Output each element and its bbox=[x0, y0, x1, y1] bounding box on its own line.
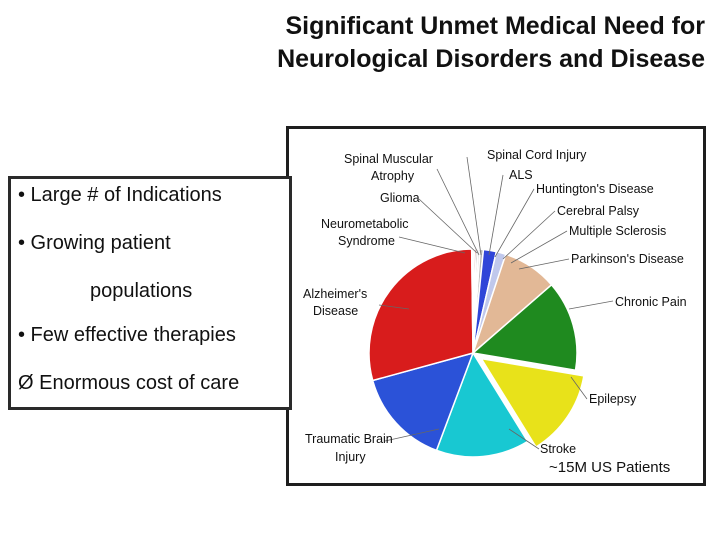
label-neurometabolic-2: Syndrome bbox=[338, 234, 395, 248]
label-tbi-2: Injury bbox=[335, 450, 366, 464]
leader-line-2 bbox=[488, 174, 504, 256]
pie-slice-traumatic-brain-injury bbox=[435, 351, 529, 458]
chart-note: ~15M US Patients bbox=[549, 459, 671, 476]
bullet-box: • Large # of Indications • Growing patie… bbox=[8, 176, 292, 410]
label-spinal-muscular-2: Atrophy bbox=[371, 169, 415, 183]
leader-line-10 bbox=[378, 304, 410, 310]
label-als: ALS bbox=[509, 168, 533, 182]
label-chronic-pain: Chronic Pain bbox=[615, 295, 687, 309]
bullet-3: • Few effective therapies bbox=[18, 324, 236, 346]
pie-slice-alzheimer-s-disease bbox=[371, 351, 475, 452]
label-spinal-cord-injury: Spinal Cord Injury bbox=[487, 148, 587, 162]
pie-chart-frame: Spinal Muscular Atrophy Spinal Cord Inju… bbox=[286, 126, 706, 486]
label-tbi-1: Traumatic Brain bbox=[305, 432, 393, 446]
leader-line-13 bbox=[570, 376, 588, 400]
label-parkinsons: Parkinson's Disease bbox=[571, 252, 684, 266]
label-multiple-sclerosis: Multiple Sclerosis bbox=[569, 224, 666, 238]
bullet-1: • Large # of Indications bbox=[18, 184, 222, 206]
bullet-2-continued: populations bbox=[90, 280, 193, 302]
label-cerebral-palsy: Cerebral Palsy bbox=[557, 204, 640, 218]
leader-line-11 bbox=[384, 428, 440, 442]
label-epilepsy: Epilepsy bbox=[589, 392, 637, 406]
title-line-2: Neurological Disorders and Disease bbox=[277, 45, 705, 73]
leader-line-9 bbox=[398, 236, 466, 254]
leader-line-8 bbox=[418, 198, 478, 254]
leader-line-4 bbox=[502, 210, 556, 260]
label-huntingtons: Huntington's Disease bbox=[536, 182, 654, 196]
leader-line-3 bbox=[494, 188, 535, 258]
leader-line-5 bbox=[510, 230, 568, 264]
slide-title: Significant Unmet Medical Need for Neuro… bbox=[150, 10, 705, 76]
leader-line-0 bbox=[436, 168, 480, 256]
bullet-2: • Growing patient bbox=[18, 232, 171, 254]
label-alzheimers-2: Disease bbox=[313, 304, 358, 318]
label-spinal-muscular-1: Spinal Muscular bbox=[344, 152, 433, 166]
pie-slice-neurometabolic-syndrome bbox=[368, 248, 474, 382]
label-glioma: Glioma bbox=[380, 191, 420, 205]
label-neurometabolic-1: Neurometabolic bbox=[321, 217, 409, 231]
leader-line-6 bbox=[518, 258, 570, 270]
pie-slice-stroke bbox=[479, 357, 585, 449]
leader-line-12 bbox=[508, 428, 540, 450]
bullet-4: Ø Enormous cost of care bbox=[18, 372, 240, 394]
pie-slice-epilepsy bbox=[471, 283, 578, 372]
leader-line-7 bbox=[568, 300, 614, 310]
leader-line-1 bbox=[466, 156, 482, 256]
label-stroke: Stroke bbox=[540, 442, 576, 456]
label-alzheimers-1: Alzheimer's bbox=[303, 287, 367, 301]
pie-chart: Spinal Muscular Atrophy Spinal Cord Inju… bbox=[303, 148, 687, 464]
title-line-1: Significant Unmet Medical Need for bbox=[285, 12, 705, 40]
